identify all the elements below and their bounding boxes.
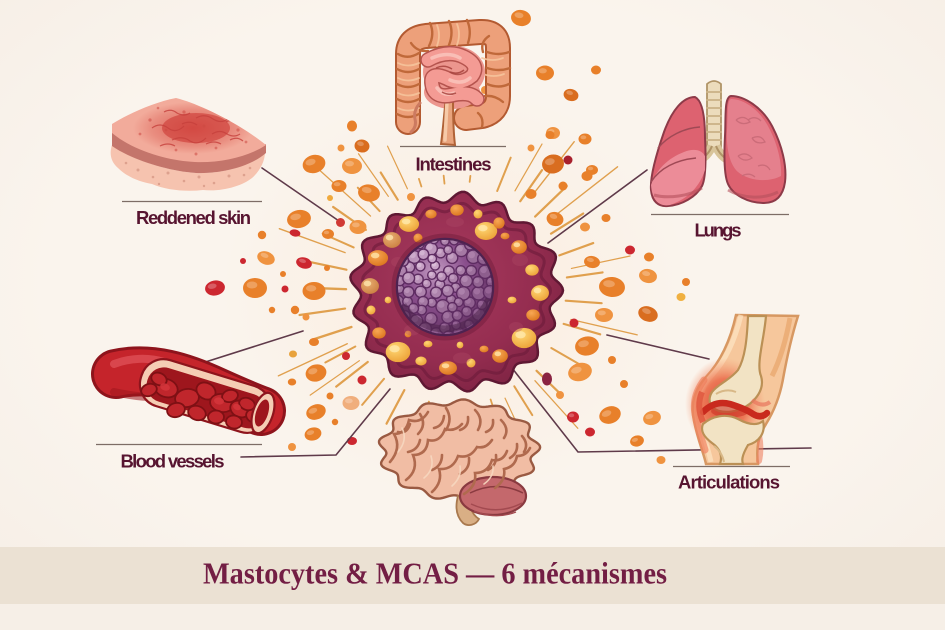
svg-text:Articulations: Articulations [678,472,780,493]
svg-text:Reddened skin: Reddened skin [136,207,251,228]
svg-text:Lungs: Lungs [695,220,742,241]
svg-text:Blood vessels: Blood vessels [121,451,225,472]
svg-text:Mastocytes & MCAS — 6 mécanism: Mastocytes & MCAS — 6 mécanismes [203,556,667,591]
svg-text:Intestines: Intestines [416,154,492,175]
